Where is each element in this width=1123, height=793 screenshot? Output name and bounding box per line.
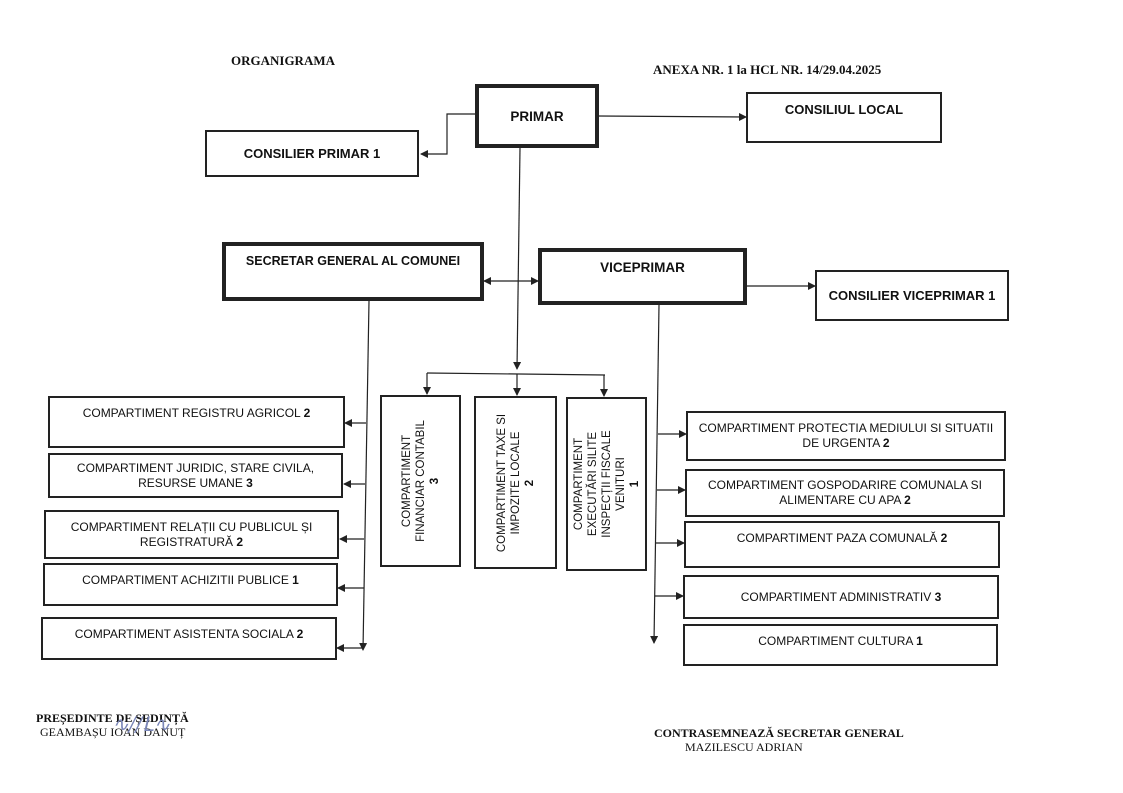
compartment-count: 1 <box>916 634 923 648</box>
compartment-count: 2 <box>296 627 304 641</box>
annex-reference: ANEXA NR. 1 la HCL NR. 14/29.04.2025 <box>653 62 882 77</box>
viceprimar-box: VICEPRIMAR <box>538 248 747 305</box>
compartment-count: 2 <box>303 406 311 420</box>
compartment-label: COMPARTIMENT ASISTENTA SOCIALA <box>74 627 294 641</box>
compartment-box-relatii-public: COMPARTIMENT RELAȚII CU PUBLICUL ȘI REGI… <box>44 510 339 559</box>
compartment-label: COMPARTIMENT REGISTRU AGRICOL <box>82 406 301 420</box>
president-title: PREȘEDINTE DE ȘEDINȚĂ <box>36 711 189 725</box>
consilier-viceprimar-label: CONSILIER VICEPRIMAR 1 <box>828 288 996 303</box>
compartment-box-taxe-impozite: COMPARTIMENT TAXE SI IMPOZITE LOCALE 2 <box>474 396 557 569</box>
compartment-box-registru-agricol: COMPARTIMENT REGISTRU AGRICOL 2 <box>48 396 345 448</box>
compartment-count: 1 <box>292 573 299 587</box>
compartment-count: 2 <box>523 479 536 486</box>
compartment-count: 2 <box>882 436 890 450</box>
page-title: ORGANIGRAMA <box>231 53 335 68</box>
compartment-label: COMPARTIMENT FINANCIAR CONTABIL <box>400 420 427 542</box>
compartment-box-juridic: COMPARTIMENT JURIDIC, STARE CIVILA, RESU… <box>48 453 343 498</box>
primar-label: PRIMAR <box>510 108 564 124</box>
compartment-box-cultura: COMPARTIMENT CULTURA 1 <box>683 624 998 666</box>
consiliul-local-label: CONSILIUL LOCAL <box>784 102 904 117</box>
compartment-box-protectia-mediului: COMPARTIMENT PROTECTIA MEDIULUI SI SITUA… <box>686 411 1006 461</box>
secretary-name: MAZILESCU ADRIAN <box>685 740 803 754</box>
viceprimar-label: VICEPRIMAR <box>600 260 685 275</box>
compartment-label: COMPARTIMENT EXECUTĂRI SILITE INSPECȚII … <box>572 430 627 538</box>
compartment-box-financiar: COMPARTIMENT FINANCIAR CONTABIL 3 <box>380 395 461 567</box>
president-name: GEAMBAȘU IOAN DANUȚ <box>40 725 186 739</box>
compartment-count: 2 <box>940 531 948 545</box>
compartment-count: 2 <box>236 534 244 549</box>
compartment-count: 3 <box>246 475 253 490</box>
secretar-general-box: SECRETAR GENERAL AL COMUNEI <box>222 242 484 301</box>
secretary-title: CONTRASEMNEAZĂ SECRETAR GENERAL <box>654 726 904 740</box>
compartment-box-administrativ: COMPARTIMENT ADMINISTRATIV 3 <box>683 575 999 619</box>
compartment-label: COMPARTIMENT PAZA COMUNALĂ <box>736 531 938 545</box>
consiliul-local-box: CONSILIUL LOCAL <box>746 92 942 143</box>
compartment-box-paza: COMPARTIMENT PAZA COMUNALĂ 2 <box>684 521 1000 568</box>
compartment-box-executari-silite: COMPARTIMENT EXECUTĂRI SILITE INSPECȚII … <box>566 397 647 571</box>
compartment-label: COMPARTIMENT JURIDIC, STARE CIVILA, RESU… <box>76 460 315 490</box>
primar-box: PRIMAR <box>475 84 599 148</box>
compartment-label: COMPARTIMENT TAXE SI IMPOZITE LOCALE <box>495 413 522 552</box>
compartment-box-gospodarire: COMPARTIMENT GOSPODARIRE COMUNALA SI ALI… <box>685 469 1005 517</box>
compartment-label: COMPARTIMENT ADMINISTRATIV <box>740 589 932 604</box>
compartment-box-asistenta-sociala: COMPARTIMENT ASISTENTA SOCIALA 2 <box>41 617 337 660</box>
handwritten-signature: ∿∕∕ᒪ∿ <box>112 712 171 736</box>
compartment-count: 1 <box>628 480 641 488</box>
compartment-box-achizitii: COMPARTIMENT ACHIZITII PUBLICE 1 <box>43 563 338 606</box>
compartment-count: 3 <box>428 477 441 485</box>
compartment-label: COMPARTIMENT GOSPODARIRE COMUNALA SI ALI… <box>707 478 983 507</box>
consilier-primar-box: CONSILIER PRIMAR 1 <box>205 130 419 177</box>
compartment-count: 2 <box>904 493 911 507</box>
compartment-label: COMPARTIMENT CULTURA <box>758 634 913 648</box>
consilier-viceprimar-box: CONSILIER VICEPRIMAR 1 <box>815 270 1009 321</box>
secretar-general-label: SECRETAR GENERAL AL COMUNEI <box>245 254 461 268</box>
compartment-label: COMPARTIMENT RELAȚII CU PUBLICUL ȘI REGI… <box>70 519 313 549</box>
compartment-count: 3 <box>934 589 942 604</box>
compartment-label: COMPARTIMENT PROTECTIA MEDIULUI SI SITUA… <box>698 421 994 450</box>
consilier-primar-label: CONSILIER PRIMAR 1 <box>243 146 381 161</box>
compartment-label: COMPARTIMENT ACHIZITII PUBLICE <box>82 573 289 587</box>
